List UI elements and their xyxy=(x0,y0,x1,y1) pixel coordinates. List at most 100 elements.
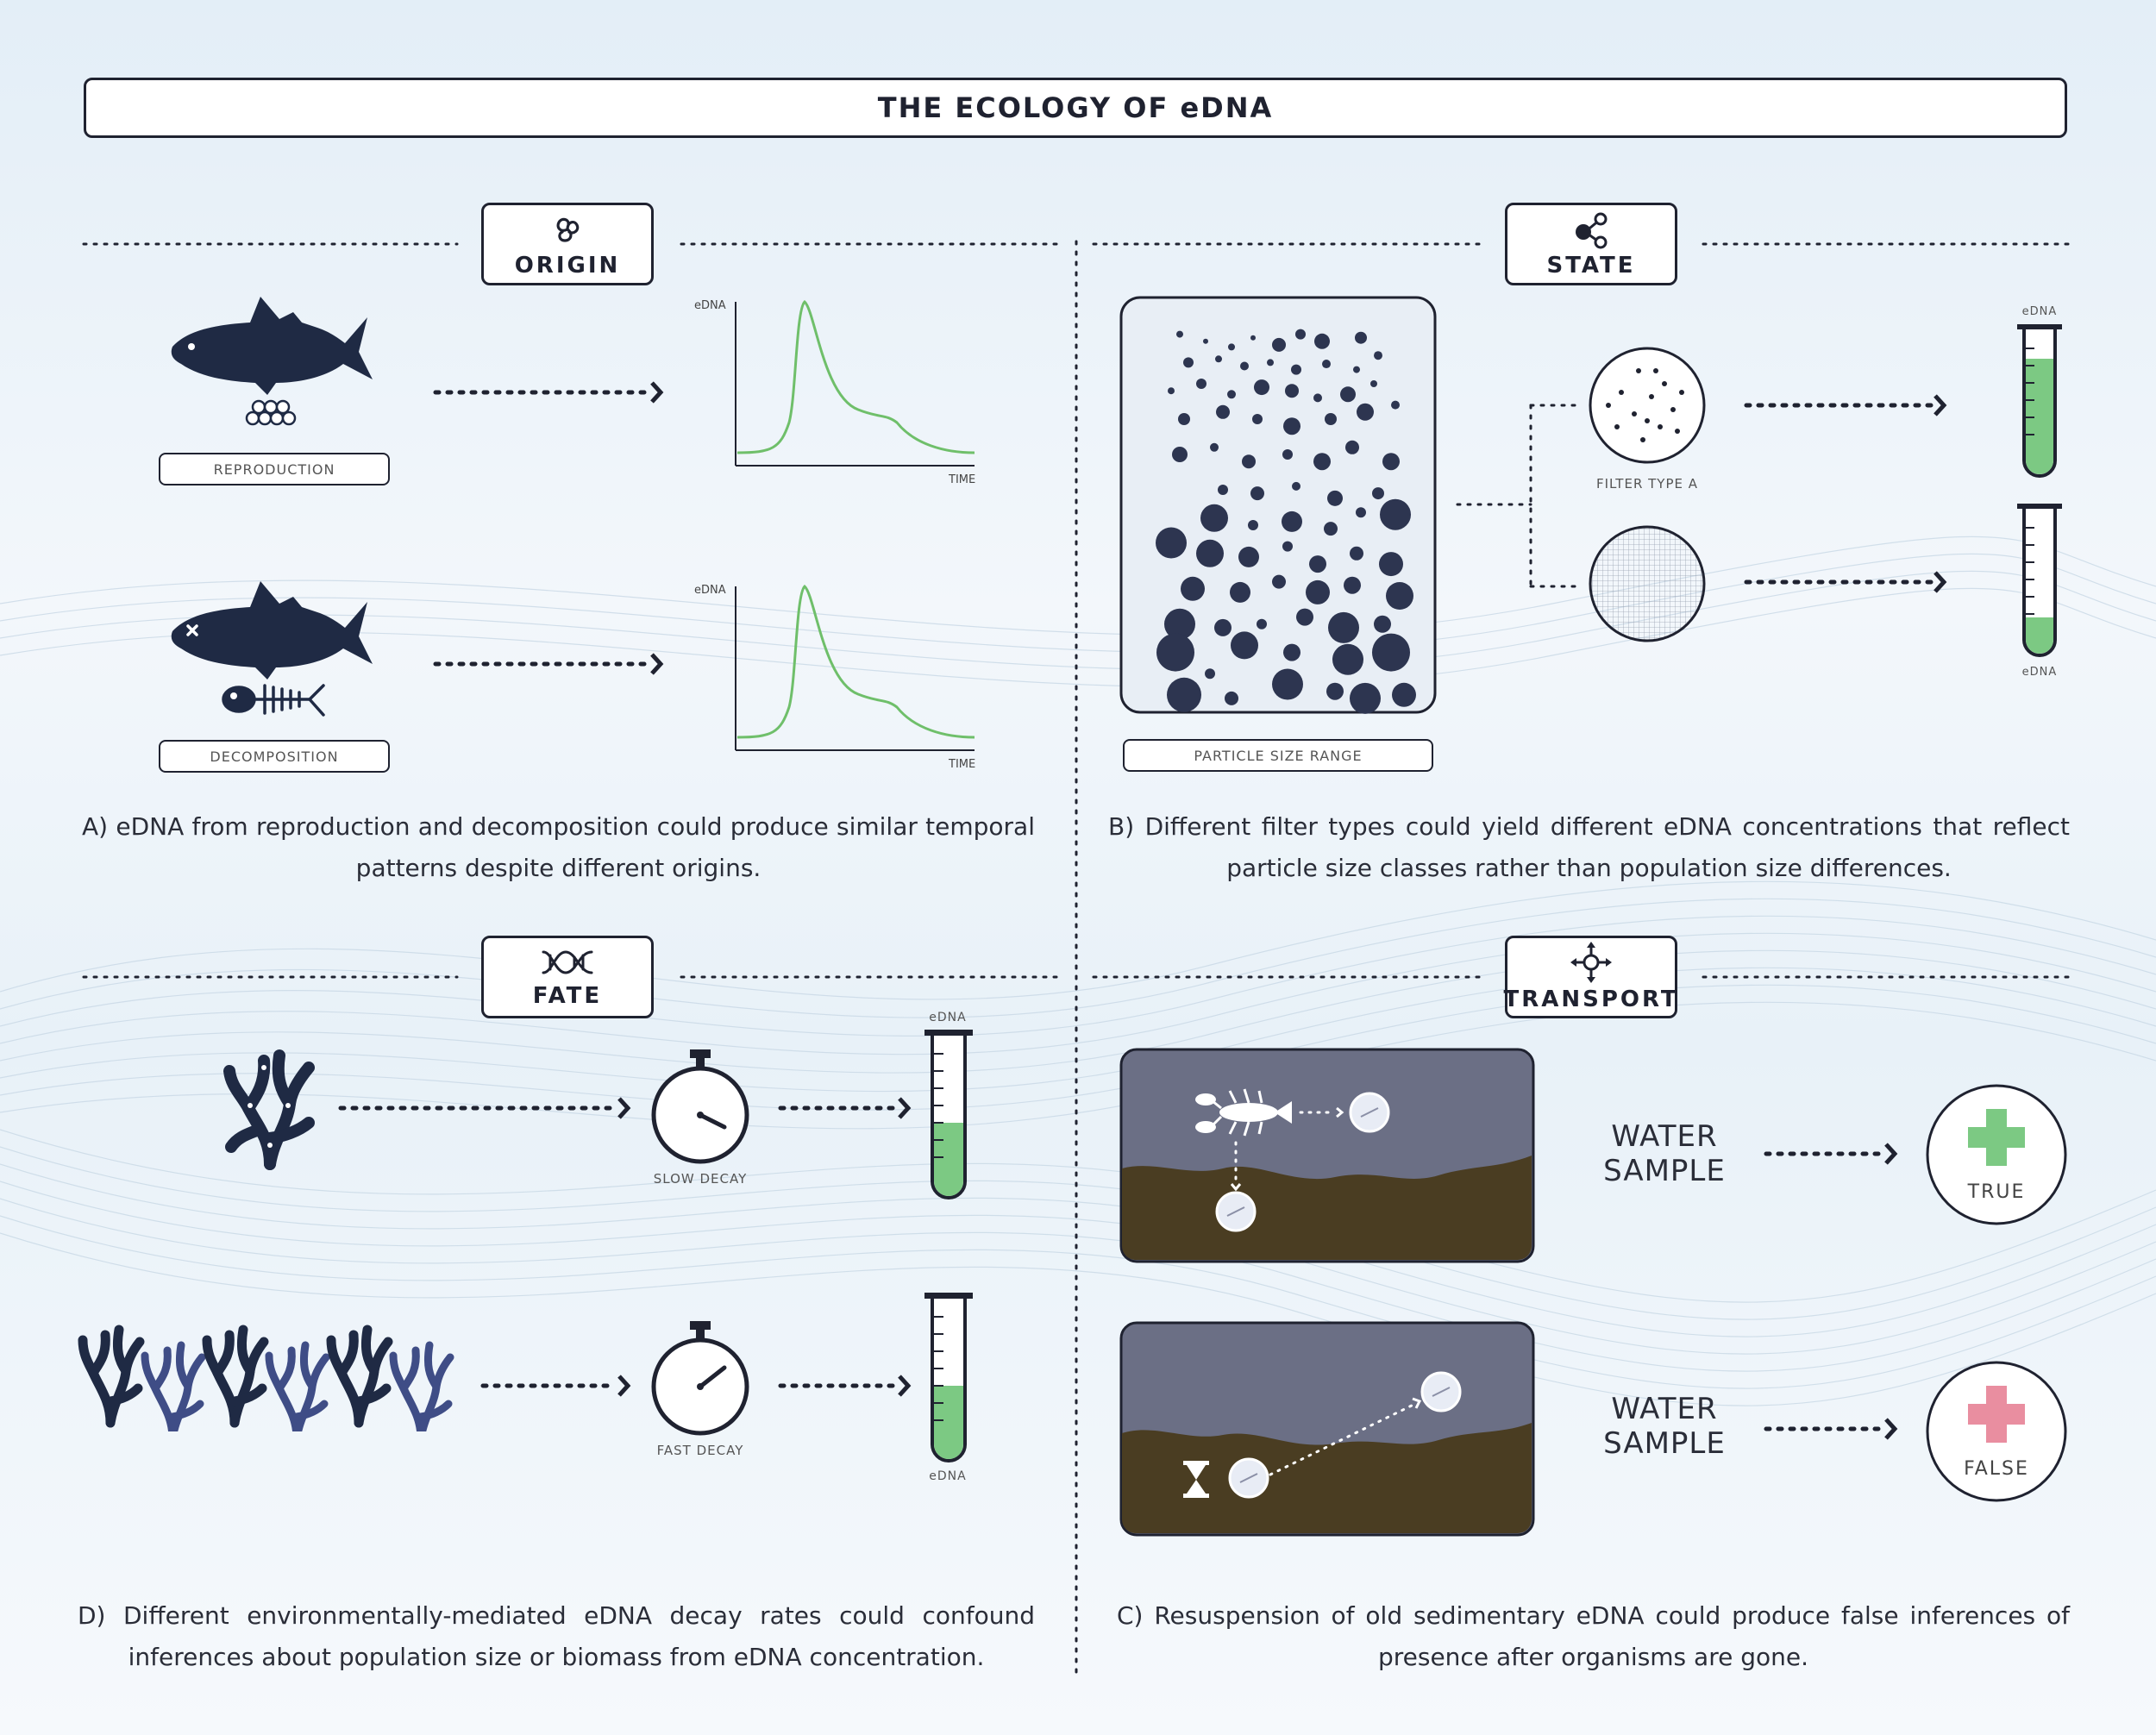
filter-type-b xyxy=(1589,525,1706,642)
state-tag-label: STATE xyxy=(1546,253,1636,279)
particle xyxy=(1345,440,1359,454)
particle xyxy=(1172,447,1188,462)
particle xyxy=(1296,608,1313,626)
fast-decay-label: FAST DECAY xyxy=(656,1443,744,1458)
particle xyxy=(1156,527,1187,559)
particle xyxy=(1205,668,1215,680)
false-label: FALSE xyxy=(1964,1458,2029,1480)
particle xyxy=(1282,541,1293,552)
lobster-icon xyxy=(1195,1093,1292,1133)
particle xyxy=(1238,546,1259,567)
particle xyxy=(1225,691,1238,705)
particle xyxy=(1314,333,1330,349)
particle xyxy=(1328,611,1359,643)
particle xyxy=(1374,615,1391,633)
transport-scene-true xyxy=(1119,1048,1535,1263)
particle xyxy=(1374,351,1382,360)
particle xyxy=(1231,631,1258,660)
particle xyxy=(1183,357,1194,368)
particle xyxy=(1254,379,1269,396)
particle xyxy=(1313,453,1331,471)
fate-caption: D) Different environmentally-mediated eD… xyxy=(78,1601,1035,1671)
particle xyxy=(1382,453,1400,471)
particle xyxy=(1210,442,1219,452)
slow-decay-label: SLOW DECAY xyxy=(653,1171,748,1187)
particle xyxy=(1156,633,1194,672)
particle xyxy=(1230,581,1250,603)
particle xyxy=(1178,413,1190,425)
dna-icon xyxy=(542,950,593,974)
particle xyxy=(1272,574,1286,589)
origin-tag: ORIGIN xyxy=(481,203,654,285)
particle xyxy=(1350,682,1381,714)
stopwatch-icon xyxy=(651,1049,749,1164)
molecule-icon xyxy=(1576,212,1608,249)
seaweed-group-icon xyxy=(78,1325,454,1431)
water-sample-line1: WATER xyxy=(1611,1119,1718,1154)
triskele-icon xyxy=(556,217,580,242)
fate-tube-top-label: eDNA xyxy=(929,1011,967,1024)
particle xyxy=(1295,329,1306,340)
test-tube-icon xyxy=(2017,504,2062,657)
particle xyxy=(1242,454,1256,469)
fate-tube-bottom-label: eDNA xyxy=(929,1469,967,1483)
particle-size-panel xyxy=(1119,296,1437,714)
particle xyxy=(1181,576,1205,601)
fish-icon xyxy=(171,297,373,395)
origin-caption: A) eDNA from reproduction and decomposit… xyxy=(82,812,1035,882)
reproduction-label: REPRODUCTION xyxy=(159,453,390,485)
particle xyxy=(1257,618,1267,629)
particle xyxy=(1370,380,1377,387)
particle xyxy=(1168,387,1175,395)
fate-tag: FATE xyxy=(481,936,654,1018)
false-result: FALSE xyxy=(1926,1361,2067,1502)
particle-size-label: PARTICLE SIZE RANGE xyxy=(1123,739,1433,772)
state-tube-top-label: eDNA xyxy=(2021,305,2058,318)
reproduction-edna-plot: eDNA TIME xyxy=(694,299,975,486)
test-tube-icon xyxy=(2017,324,2062,478)
fish-skeleton-icon xyxy=(222,684,325,717)
particle xyxy=(1283,417,1300,435)
particle xyxy=(1306,579,1330,604)
particle xyxy=(1332,643,1363,675)
particle xyxy=(1324,522,1338,536)
water-sample-line1: WATER xyxy=(1611,1392,1718,1426)
decomposition-plot-ylabel: eDNA xyxy=(694,584,726,597)
particle xyxy=(1203,338,1208,344)
test-tube-icon xyxy=(924,1030,973,1199)
fate-tag-label: FATE xyxy=(532,983,603,1009)
true-result: TRUE xyxy=(1926,1084,2067,1225)
particle xyxy=(1167,677,1201,712)
particle xyxy=(1340,386,1356,403)
particle xyxy=(1322,360,1331,369)
particle xyxy=(1215,355,1222,363)
particle xyxy=(1196,379,1206,389)
particle xyxy=(1218,485,1228,495)
particle xyxy=(1391,400,1400,410)
dead-fish-icon xyxy=(171,581,373,680)
particle xyxy=(1228,343,1235,351)
particle xyxy=(1267,359,1274,366)
filter-type-a-label: FILTER TYPE A xyxy=(1595,476,1699,492)
plus-icon xyxy=(1968,1109,2025,1166)
particle xyxy=(1248,520,1258,530)
particle xyxy=(1285,384,1299,398)
particle xyxy=(1353,366,1360,373)
plus-icon xyxy=(1968,1386,2025,1443)
decomposition-label: DECOMPOSITION xyxy=(159,740,390,773)
decomposition-edna-plot: eDNA TIME xyxy=(694,584,975,771)
transport-tag: TRANSPORT xyxy=(1503,936,1677,1018)
transport-caption: C) Resuspension of old sedimentary eDNA … xyxy=(1117,1601,2070,1671)
origin-tag-label: ORIGIN xyxy=(514,253,621,279)
transport-scene-false xyxy=(1119,1321,1535,1537)
particle xyxy=(1355,331,1367,344)
seaweed-icon xyxy=(265,1341,330,1431)
particle xyxy=(1164,608,1195,640)
particle xyxy=(1196,539,1224,567)
particle xyxy=(1227,390,1236,399)
page-title: THE ECOLOGY OF eDNA xyxy=(84,78,2067,138)
seaweed-icon xyxy=(223,1049,315,1170)
